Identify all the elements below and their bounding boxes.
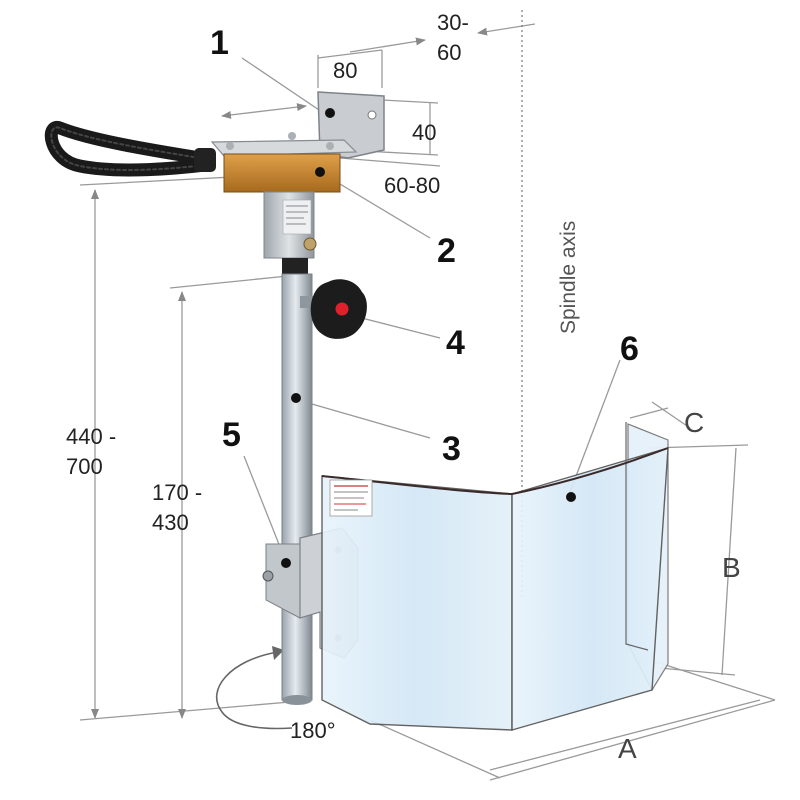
callout-2: 2 — [437, 232, 456, 270]
motor-block — [223, 153, 341, 193]
dim-shield-c: C — [684, 407, 704, 438]
dim-bracket-depth: 60-80 — [384, 173, 440, 198]
dim-bracket-height: 40 — [412, 120, 436, 145]
dim-offset-line2: 60 — [437, 40, 461, 65]
dim-shield-b: B — [722, 552, 741, 583]
dim-bracket-width: 80 — [333, 58, 357, 83]
dim-total-height-line2: 700 — [66, 454, 103, 479]
dim-total-height-line1: 440 - — [66, 424, 116, 449]
clamp-knob — [300, 279, 367, 339]
support-rod — [281, 273, 313, 705]
cable — [44, 120, 216, 177]
dim-rod-height-line2: 430 — [152, 510, 189, 535]
dim-rotation: 180° — [290, 718, 336, 743]
rotation-arrow — [215, 651, 293, 730]
callout-4: 4 — [446, 324, 465, 362]
callout-1: 1 — [210, 24, 229, 62]
dim-offset-line1: 30- — [437, 10, 469, 35]
callout-3: 3 — [442, 430, 461, 468]
spindle-axis-label: Spindle axis — [557, 221, 580, 334]
support-plate — [210, 132, 358, 157]
dim-shield-a: A — [618, 733, 637, 764]
transparent-shield — [321, 422, 669, 731]
dimension-lines — [79, 23, 776, 781]
callout-5: 5 — [222, 416, 241, 454]
callout-6: 6 — [620, 330, 639, 368]
sensor-body — [263, 191, 317, 274]
dim-rod-height-line1: 170 - — [152, 480, 202, 505]
